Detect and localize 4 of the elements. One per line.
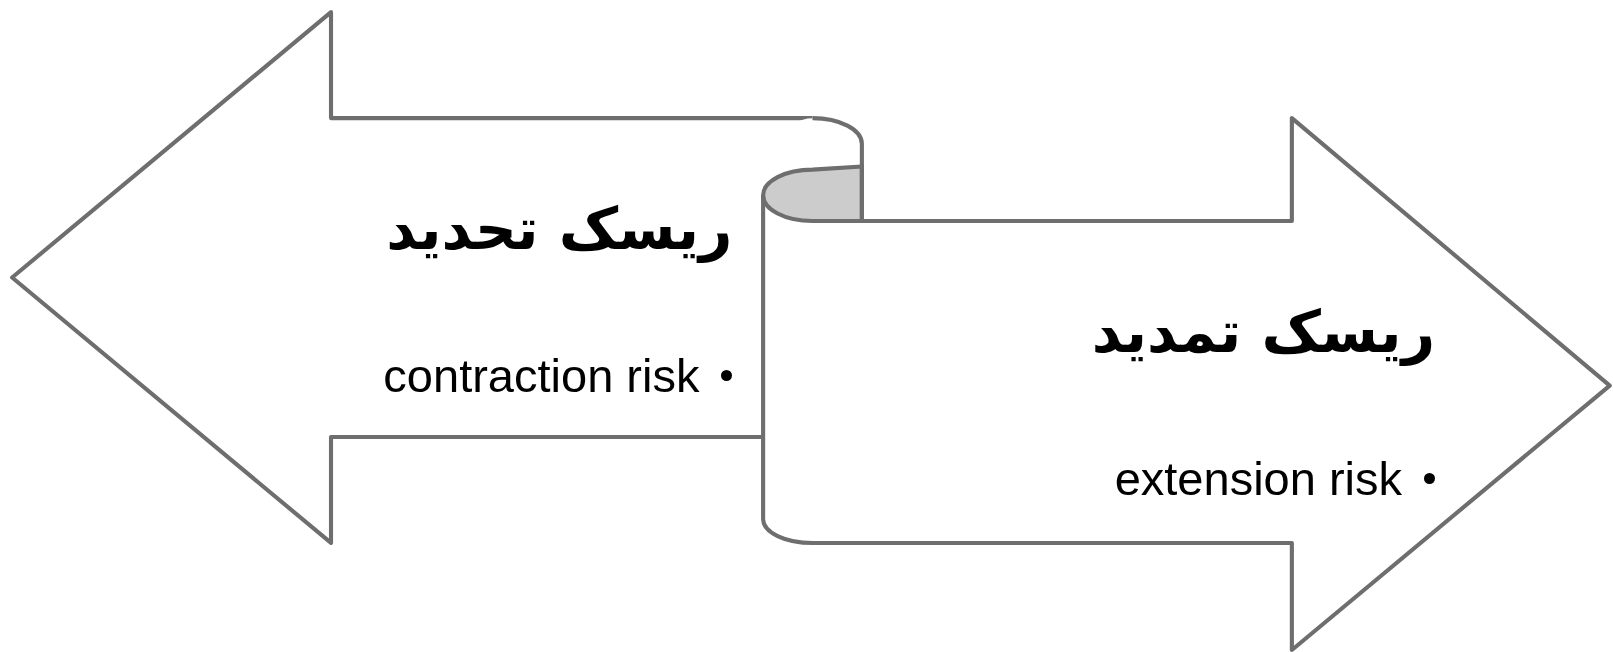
arrow-title: ریسک تمدید [1091, 298, 1436, 367]
bullet-text: extension risk [1114, 450, 1403, 506]
bullet-text: contraction risk [383, 347, 700, 403]
arrow-title: ریسک تحدید [386, 195, 733, 264]
